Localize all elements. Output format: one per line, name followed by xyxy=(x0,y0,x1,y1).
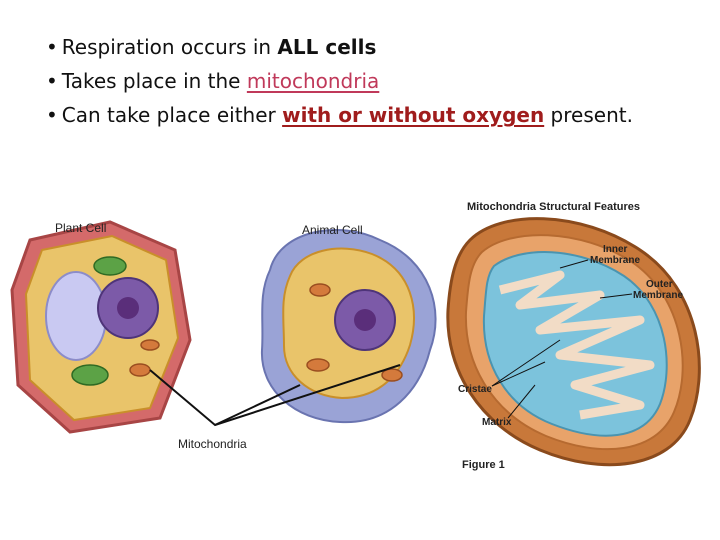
bullet-respiration: •Respiration occurs in ALL cells xyxy=(46,30,633,64)
bullet-text: Respiration occurs in xyxy=(61,35,278,59)
bullet-oxygen: •Can take place either with or without o… xyxy=(46,98,633,132)
bullet-emphasis: ALL cells xyxy=(277,35,377,59)
figure-caption: Figure 1 xyxy=(462,459,505,471)
mitochondria-label: Mitochondria xyxy=(178,437,247,451)
animal-cell-label: Animal Cell xyxy=(302,223,363,237)
outer-membrane-label-line2: Membrane xyxy=(633,290,683,301)
outer-membrane-label-line1: Outer xyxy=(646,279,673,290)
bullet-suffix: present. xyxy=(544,103,633,127)
bullet-glyph: • xyxy=(46,103,58,127)
matrix-label: Matrix xyxy=(482,417,512,428)
cell-figure: Plant Cell Animal Cell Mitochondria Mito… xyxy=(10,201,701,471)
bullet-mitochondria: •Takes place in the mitochondria xyxy=(46,64,633,98)
animal-cell-illustration xyxy=(260,229,437,424)
inner-membrane-label-line1: Inner xyxy=(603,244,628,255)
mitochondria-link[interactable]: mitochondria xyxy=(246,69,380,93)
cristae-shape xyxy=(498,270,655,420)
vacuole-shape xyxy=(45,271,107,361)
plant-cell-label: Plant Cell xyxy=(55,221,106,235)
oxygen-emphasis: with or without oxygen xyxy=(282,103,545,127)
plant-cell-illustration xyxy=(10,220,192,434)
inner-membrane-label-line2: Membrane xyxy=(590,255,640,266)
bullet-text: Can take place either xyxy=(61,103,283,127)
mitochondrion-illustration xyxy=(446,217,701,467)
bullet-glyph: • xyxy=(46,35,58,59)
bullet-glyph: • xyxy=(46,69,58,93)
bullet-text: Takes place in the xyxy=(61,69,247,93)
cristae-label: Cristae xyxy=(458,384,492,395)
structural-features-title: Mitochondria Structural Features xyxy=(467,201,640,213)
bullet-list: •Respiration occurs in ALL cells •Takes … xyxy=(46,30,633,132)
mitochondria-pointer-lines xyxy=(149,364,401,427)
